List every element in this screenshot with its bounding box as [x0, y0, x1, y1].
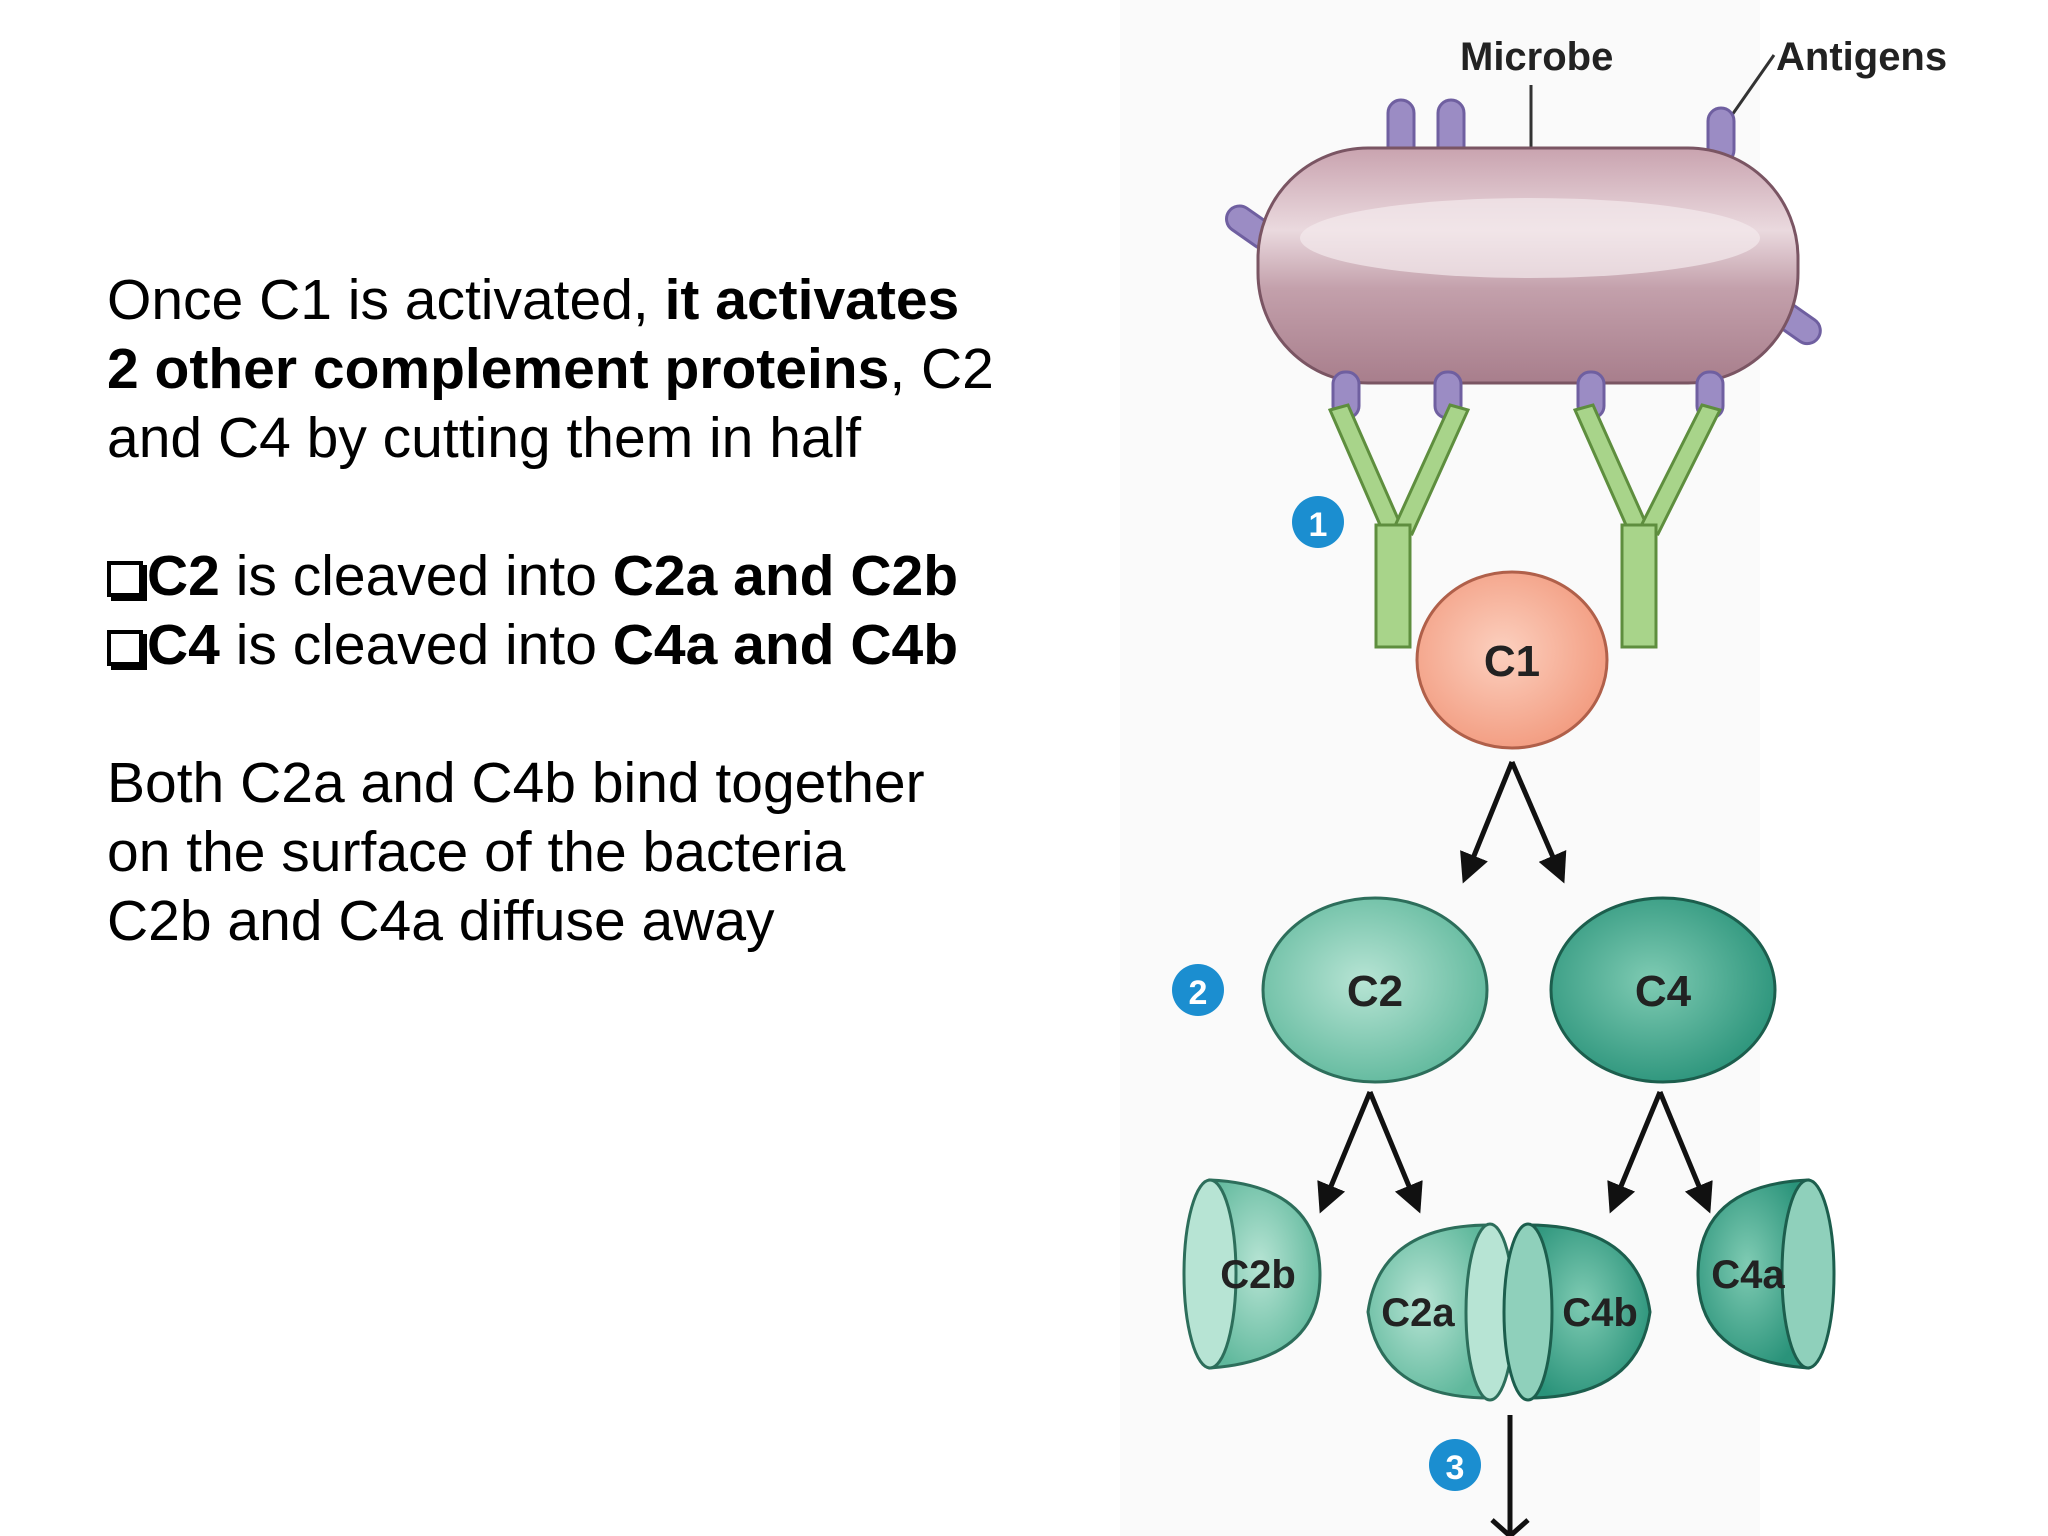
step-2-number: 2 — [1189, 974, 1208, 1012]
summary-paragraph: Both C2a and C4b bind together on the su… — [107, 749, 1127, 956]
c4-label: C4 — [1635, 967, 1692, 1016]
intro-bold-2: 2 other complement proteins — [107, 337, 890, 401]
bullet-c4-result: C4a and C4b — [612, 613, 959, 677]
intro-bold-1: it activates — [664, 268, 960, 332]
c1-protein — [1415, 570, 1609, 750]
bullet-c2-result: C2a and C2b — [612, 544, 959, 608]
c1-label: C1 — [1484, 637, 1540, 686]
intro-text-2: , C2 — [889, 337, 994, 401]
step-3-number: 3 — [1446, 1449, 1465, 1487]
c4a-fragment: C4a — [1696, 1178, 1836, 1370]
bullet-c2-bold: C2 — [147, 544, 220, 608]
step-3-badge — [1429, 1439, 1481, 1491]
bullet-c4: C4 is cleaved into C4a and C4b — [107, 611, 1127, 680]
c2a-fragment: C2a — [1366, 1222, 1516, 1402]
summary-line-1: Both C2a and C4b bind together — [107, 751, 925, 815]
c4b-fragment: C4b — [1502, 1222, 1652, 1402]
bullet-c2-text: is cleaved into — [219, 544, 613, 608]
microbe-label: Microbe — [1460, 35, 1613, 79]
bullet-c2: C2 is cleaved into C2a and C2b — [107, 542, 1127, 611]
complement-diagram: Microbe Antigens — [1110, 0, 2048, 1536]
antibody-right — [1572, 403, 1723, 649]
step-1-badge — [1292, 496, 1344, 548]
c4-protein — [1549, 896, 1777, 1084]
intro-paragraph: Once C1 is activated, it activates 2 oth… — [107, 266, 1127, 473]
c4b-label: C4b — [1562, 1291, 1638, 1335]
c2-label: C2 — [1347, 967, 1403, 1016]
step-3-arrowhead — [1490, 1518, 1530, 1536]
c1-cleavage-arrows — [1460, 761, 1567, 884]
intro-text-1: Once C1 is activated, — [107, 268, 665, 332]
bullet-c4-bold: C4 — [147, 613, 220, 677]
antigens-label: Antigens — [1776, 35, 1947, 79]
c2-c4-cleavage-arrows — [1317, 1091, 1713, 1214]
antibody-left — [1327, 403, 1471, 649]
c2b-label: C2b — [1220, 1253, 1296, 1297]
bullet-c4-text: is cleaved into — [219, 613, 613, 677]
microbe-highlight — [1300, 198, 1760, 278]
summary-line-2: on the surface of the bacteria — [107, 820, 846, 884]
checkbox-bullet-icon — [107, 630, 143, 666]
c2-protein — [1261, 896, 1489, 1084]
intro-text-3: and C4 by cutting them in half — [107, 406, 862, 470]
checkbox-bullet-icon — [107, 561, 143, 597]
slide-text: Once C1 is activated, it activates 2 oth… — [107, 266, 1127, 956]
c2a-label: C2a — [1381, 1291, 1455, 1335]
c4a-label: C4a — [1711, 1253, 1785, 1297]
step-1-number: 1 — [1309, 506, 1328, 544]
c2b-fragment: C2b — [1182, 1178, 1322, 1370]
summary-line-3: C2b and C4a diffuse away — [107, 889, 775, 953]
step-2-badge — [1172, 964, 1224, 1016]
